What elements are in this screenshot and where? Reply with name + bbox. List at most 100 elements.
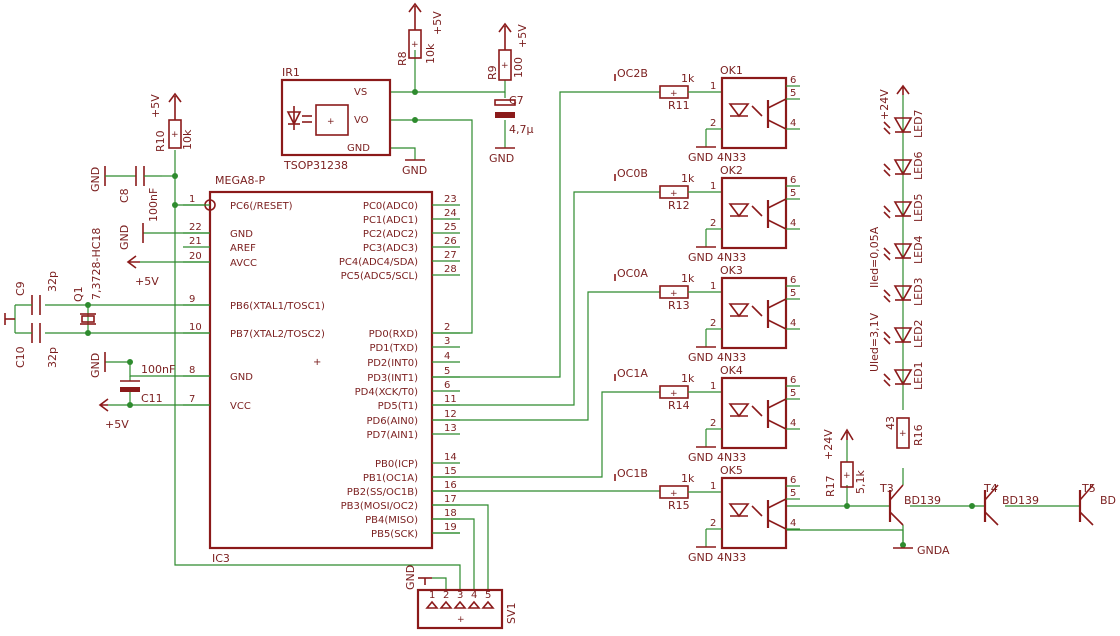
ir-name: IR1 (282, 66, 300, 79)
light-ray (883, 121, 891, 129)
transistor-t4: T4 BD139 (983, 482, 1039, 526)
led-name: LED4 (912, 235, 925, 264)
left-pin-5-label: PB7(XTAL2/TOSC2) (230, 329, 325, 340)
opto-pin2: 2 (710, 418, 716, 429)
right-pin-11-label: PD5(T1) (378, 401, 418, 412)
ir-origin-mark: + (327, 117, 335, 127)
left-pin-3-label: AVCC (230, 258, 257, 269)
t3-name: T3 (879, 482, 894, 495)
opto-emitter (767, 419, 787, 430)
header-pin-icon (467, 600, 481, 609)
r9-supply: +5V (516, 24, 529, 48)
transistor-t3: T3 BD139 (879, 482, 941, 526)
transistors: T3 BD139 T4 BD139 T5 BD GNDA (879, 482, 1116, 557)
resistor-name: R15 (668, 499, 690, 512)
right-pin-8-label: PD2(INT0) (367, 358, 418, 369)
optocoupler-channels: OC2B+1kR11OK14N3365412GNDOC0B+1kR12OK24N… (614, 64, 800, 564)
right-pin-4-label: PC4(ADC4/SDA) (339, 257, 418, 268)
opto-led-icon (728, 303, 750, 318)
optocoupler-value: 4N33 (717, 551, 746, 564)
opto-pin5: 5 (790, 188, 796, 199)
right-pin-4-num: 27 (444, 250, 457, 261)
optocoupler-gnd: GND (688, 451, 713, 464)
r8-supply: +5V (431, 11, 444, 35)
left-pin-5-num: 10 (189, 322, 202, 333)
optocoupler-value: 4N33 (717, 251, 746, 264)
opto-pin2: 2 (710, 218, 716, 229)
led-name: LED1 (912, 361, 925, 390)
r9-mark: + (501, 61, 509, 71)
gnd-pin22-label: GND (118, 225, 131, 250)
resistor-name: R12 (668, 199, 690, 212)
wires (14, 50, 1080, 590)
led-icon (893, 243, 913, 260)
resistor-value: 1k (681, 172, 695, 185)
header-pin-num: 3 (457, 590, 463, 601)
opto-light-arrow (751, 205, 763, 217)
opto-collector (767, 298, 787, 309)
optocoupler-value: 4N33 (717, 451, 746, 464)
left-pin-2-num: 21 (189, 236, 202, 247)
mcu-right-pins: 23PC0(ADC0)24PC1(ADC1)25PC2(ADC2)26PC3(A… (339, 194, 460, 540)
opto-pin5: 5 (790, 288, 796, 299)
sv1-name: SV1 (505, 602, 518, 624)
t4-value: BD139 (1002, 494, 1039, 507)
led-icon (893, 117, 913, 134)
r9-name: R9 (486, 65, 499, 80)
optocoupler-name: OK1 (720, 64, 743, 77)
optocoupler-body (720, 76, 788, 150)
c11-value: 100nF (141, 363, 175, 376)
led-3: LED5 (883, 193, 925, 222)
optocoupler-name: OK3 (720, 264, 743, 277)
left-pin-1-num: 22 (189, 222, 202, 233)
opto-led-icon (728, 103, 750, 118)
led-2: LED6 (883, 151, 925, 180)
channel-net-label: OC1A (617, 367, 648, 380)
right-pin-16-label: PB2(SS/OC1B) (347, 487, 418, 498)
t3-value: BD139 (904, 494, 941, 507)
right-pin-3-num: 26 (444, 236, 457, 247)
transistor-t5: T5 BD (1078, 482, 1116, 526)
right-pin-5-num: 28 (444, 264, 457, 275)
t5-name: T5 (1081, 482, 1096, 495)
ir-value: TSOP31238 (283, 159, 348, 172)
opto-pin5: 5 (790, 88, 796, 99)
opto-pin6: 6 (790, 275, 796, 286)
r10-mark: + (171, 130, 179, 140)
c7-value: 4,7µ (509, 123, 534, 136)
optocoupler-name: OK2 (720, 164, 743, 177)
resistor-mark: + (670, 89, 678, 99)
left-pin-1-label: GND (230, 229, 253, 240)
light-ray (883, 379, 891, 387)
right-pin-5-label: PC5(ADC5/SCL) (341, 271, 418, 282)
crystal-circuit: C9 32p C10 32p Q1 7,3728-HC18 (4, 228, 103, 368)
right-pin-19-label: PB5(SCK) (371, 529, 418, 540)
right-pin-14-num: 14 (444, 452, 457, 463)
right-pin-11-num: 11 (444, 394, 457, 405)
light-ray (883, 289, 891, 297)
mcu-ic3: MEGA8-P IC3 + 1PC6(/RESET)22GND21AREF20A… (183, 174, 460, 565)
opto-light-arrow (751, 305, 763, 317)
channel-net-label: OC0A (617, 267, 648, 280)
optocoupler-gnd: GND (688, 151, 713, 164)
right-pin-8-num: 4 (444, 351, 450, 362)
opto-pin1: 1 (710, 281, 716, 292)
opto-collector (767, 498, 787, 509)
right-pin-13-label: PD7(AIN1) (366, 430, 418, 441)
opto-led-icon (728, 203, 750, 218)
r8-name: R8 (396, 51, 409, 66)
resistor-value: 1k (681, 72, 695, 85)
resistor-value: 1k (681, 372, 695, 385)
opto-emitter (767, 319, 787, 330)
right-pin-6-num: 2 (444, 322, 450, 333)
light-ray (883, 247, 891, 255)
right-pin-1-label: PC1(ADC1) (363, 215, 418, 226)
right-pin-18-label: PB4(MISO) (365, 515, 418, 526)
led-name: LED2 (912, 319, 925, 348)
header-pin-num: 2 (443, 590, 449, 601)
optocoupler-gnd: GND (688, 551, 713, 564)
